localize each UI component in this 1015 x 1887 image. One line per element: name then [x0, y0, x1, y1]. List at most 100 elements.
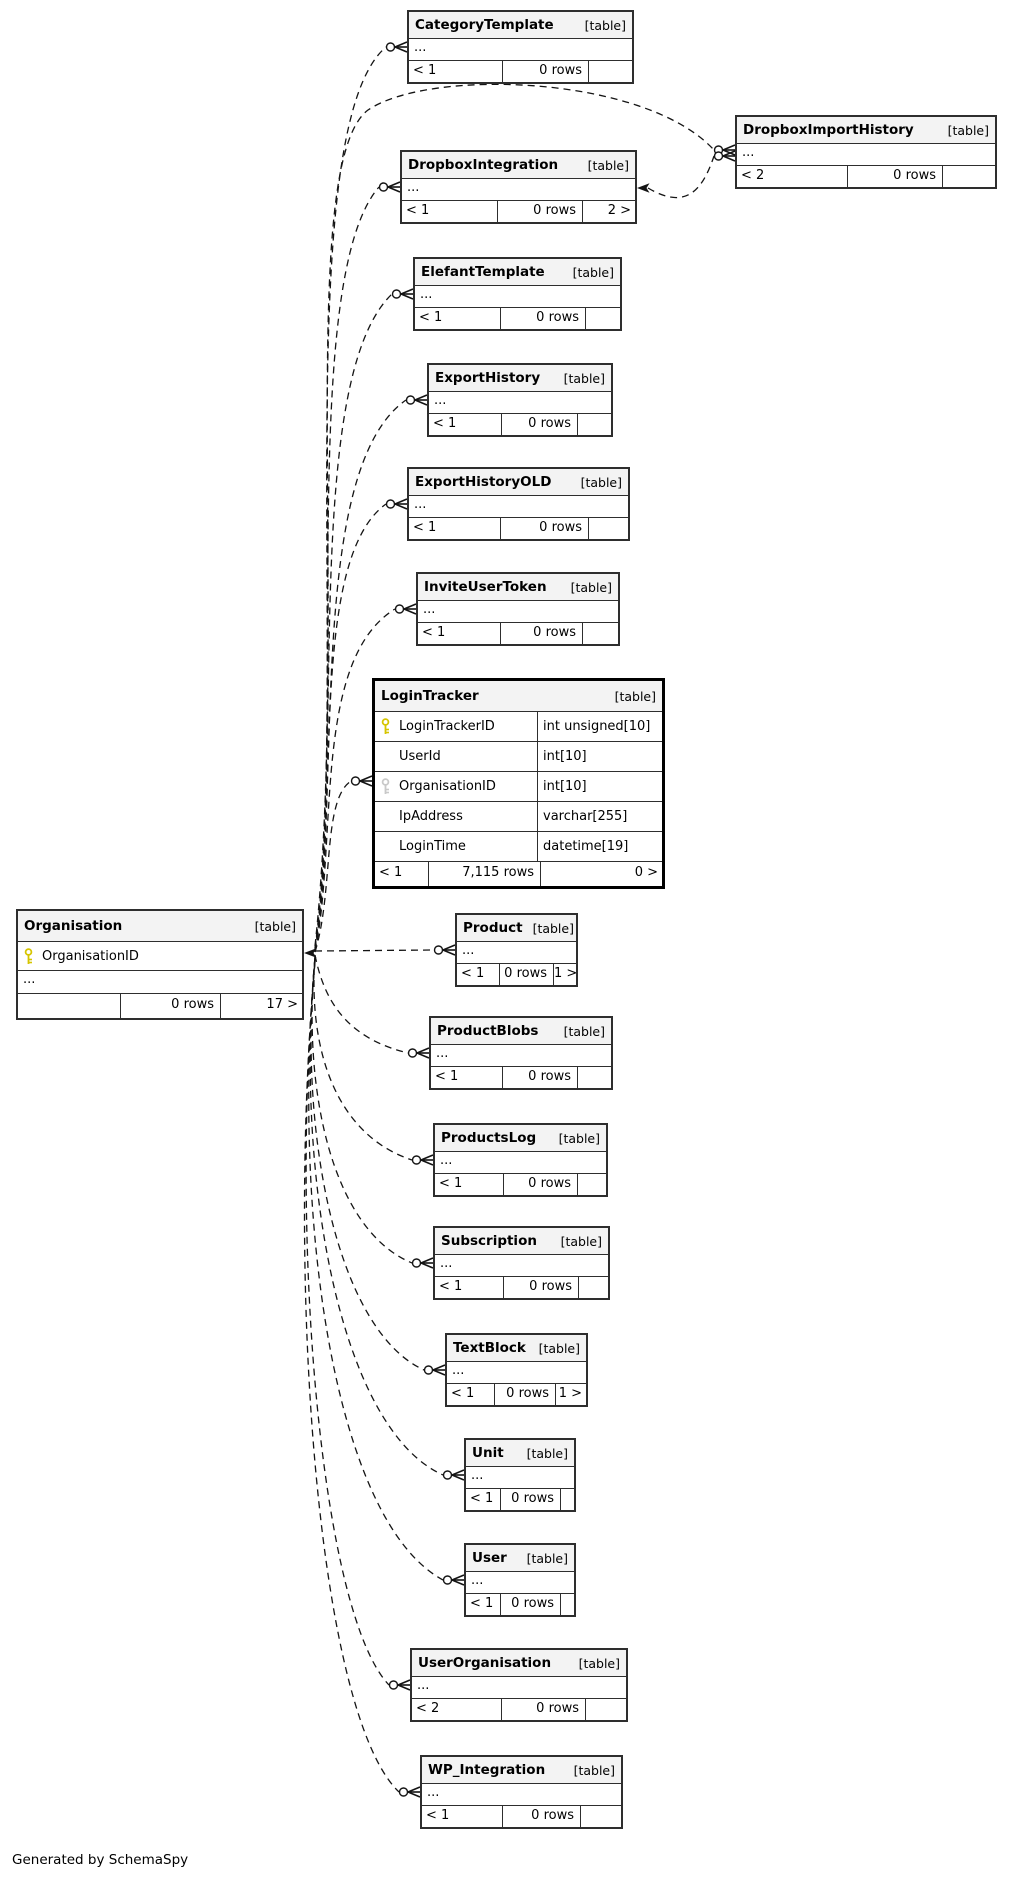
table-name: ProductBlobs [437, 1023, 539, 1039]
footer-row-count: 0 rows [502, 1806, 580, 1827]
relationship-Organisation-WP_Integration [303, 961, 400, 1793]
ellipsis-row: ... [409, 496, 628, 518]
table-header: Product [table] [457, 915, 576, 942]
table-CategoryTemplate[interactable]: CategoryTemplate [table] ... < 1 0 rows [407, 10, 634, 84]
crowfoot-circle-glyph [411, 1257, 434, 1269]
table-footer: < 1 0 rows [409, 518, 628, 539]
footer-child-count [582, 623, 618, 644]
table-type-tag: [table] [947, 122, 989, 138]
table-ElefantTemplate[interactable]: ElefantTemplate [table] ... < 1 0 rows [413, 257, 622, 331]
ellipsis-row: ... [737, 144, 995, 166]
footer-child-count [577, 1067, 611, 1088]
ellipsis-row: ... [466, 1572, 574, 1594]
key-icon-spot [380, 718, 393, 735]
footer-row-count: 0 rows [500, 1594, 560, 1615]
table-name: User [472, 1550, 507, 1566]
footer-child-count [580, 1806, 621, 1827]
table-TextBlock[interactable]: TextBlock [table] ... < 1 0 rows 1 > [445, 1333, 588, 1407]
table-body: ... [466, 1572, 574, 1594]
table-name: WP_Integration [428, 1762, 546, 1778]
table-WP_Integration[interactable]: WP_Integration [table] ... < 1 0 rows [420, 1755, 623, 1829]
table-header: User [table] [466, 1545, 574, 1572]
table-body: ... [402, 179, 635, 201]
footer-child-count: 1 > [553, 964, 576, 985]
table-ExportHistory[interactable]: ExportHistory [table] ... < 1 0 rows [427, 363, 613, 437]
footer-child-count [560, 1489, 574, 1510]
table-Unit[interactable]: Unit [table] ... < 1 0 rows [464, 1438, 576, 1512]
footer-child-count: 2 > [582, 201, 635, 222]
footer-parent-count: < 1 [433, 416, 457, 431]
footer-parent-count: < 1 [461, 966, 485, 981]
table-body: ... [418, 601, 618, 623]
footer-row-count: 0 rows [502, 61, 588, 82]
table-name: Product [463, 920, 523, 936]
ellipsis-row: ... [402, 179, 635, 201]
table-type-tag: [table] [526, 1445, 568, 1461]
table-footer: < 1 0 rows [435, 1277, 608, 1298]
footer-row-count: 0 rows [499, 964, 553, 985]
parent-arrow-glyph [304, 948, 317, 958]
table-InviteUserToken[interactable]: InviteUserToken [table] ... < 1 0 rows [416, 572, 620, 646]
ellipsis-row: ... [412, 1677, 626, 1699]
table-type-tag: [table] [538, 1340, 580, 1356]
table-body: ... [429, 392, 611, 414]
crowfoot-circle-glyph [407, 1047, 430, 1059]
table-ProductsLog[interactable]: ProductsLog [table] ... < 1 0 rows [433, 1123, 608, 1197]
table-name: LoginTracker [381, 688, 479, 704]
table-UserOrganisation[interactable]: UserOrganisation [table] ... < 2 0 rows [410, 1648, 628, 1722]
relationship-Organisation-DropboxIntegration [314, 186, 380, 950]
key-icon-spot [23, 947, 36, 965]
crowfoot-circle-glyph [388, 1679, 411, 1691]
table-Organisation[interactable]: Organisation [table] OrganisationID... 0… [16, 909, 304, 1020]
table-DropboxIntegration[interactable]: DropboxIntegration [table] ... < 1 0 row… [400, 150, 637, 224]
ellipsis-row: ... [429, 392, 611, 414]
table-type-tag: [table] [573, 1762, 615, 1778]
relationship-Organisation-Subscription [311, 956, 413, 1264]
table-header: DropboxImportHistory [table] [737, 117, 995, 144]
table-body: OrganisationID... [18, 942, 302, 994]
table-name: Unit [472, 1445, 504, 1461]
ellipsis-row: ... [435, 1255, 608, 1277]
table-name: ExportHistory [435, 370, 541, 386]
crowfoot-circle-glyph [405, 394, 428, 406]
ellipsis-row: ... [409, 39, 632, 61]
footer-parent-count: < 1 [451, 1386, 475, 1401]
crowfoot-circle-glyph [378, 181, 401, 193]
table-type-tag: [table] [532, 920, 574, 936]
footer-parent-count: < 1 [470, 1596, 494, 1611]
table-name: ProductsLog [441, 1130, 537, 1146]
crowfoot-circle-glyph [713, 150, 736, 162]
crowfoot-circle-glyph [385, 498, 408, 510]
footer-parent-count: < 1 [435, 1069, 459, 1084]
footer-child-count [560, 1594, 574, 1615]
crowfoot-circle-glyph [350, 775, 373, 787]
table-ProductBlobs[interactable]: ProductBlobs [table] ... < 1 0 rows [429, 1016, 613, 1090]
table-footer: < 1 0 rows [415, 308, 620, 329]
table-header: ProductsLog [table] [435, 1125, 606, 1152]
column-type: datetime[19] [543, 839, 629, 854]
relationship-Organisation-ProductBlobs [314, 954, 409, 1054]
table-name: ExportHistoryOLD [415, 474, 552, 490]
table-DropboxImportHistory[interactable]: DropboxImportHistory [table] ... < 2 0 r… [735, 115, 997, 189]
footer-row-count: 0 rows [501, 1699, 585, 1720]
table-type-tag: [table] [563, 1023, 605, 1039]
table-footer: < 1 0 rows [418, 623, 618, 644]
ellipsis-row: ... [418, 601, 618, 623]
footer-child-count: 1 > [555, 1384, 586, 1405]
table-name: DropboxImportHistory [743, 122, 914, 138]
table-name: Organisation [24, 918, 123, 934]
table-name: DropboxIntegration [408, 157, 559, 173]
footer-child-count: 17 > [220, 994, 302, 1018]
table-Product[interactable]: Product [table] ... < 1 0 rows 1 > [455, 913, 578, 987]
table-User[interactable]: User [table] ... < 1 0 rows [464, 1543, 576, 1617]
table-header: InviteUserToken [table] [418, 574, 618, 601]
table-type-tag: [table] [570, 579, 612, 595]
table-Subscription[interactable]: Subscription [table] ... < 1 0 rows [433, 1226, 610, 1300]
footer-parent-count: < 1 [406, 203, 430, 218]
table-ExportHistoryOLD[interactable]: ExportHistoryOLD [table] ... < 1 0 rows [407, 467, 630, 541]
footer-child-count: 0 > [540, 862, 662, 886]
key-icon-spot [380, 778, 393, 795]
foreign-key-icon [381, 778, 390, 794]
